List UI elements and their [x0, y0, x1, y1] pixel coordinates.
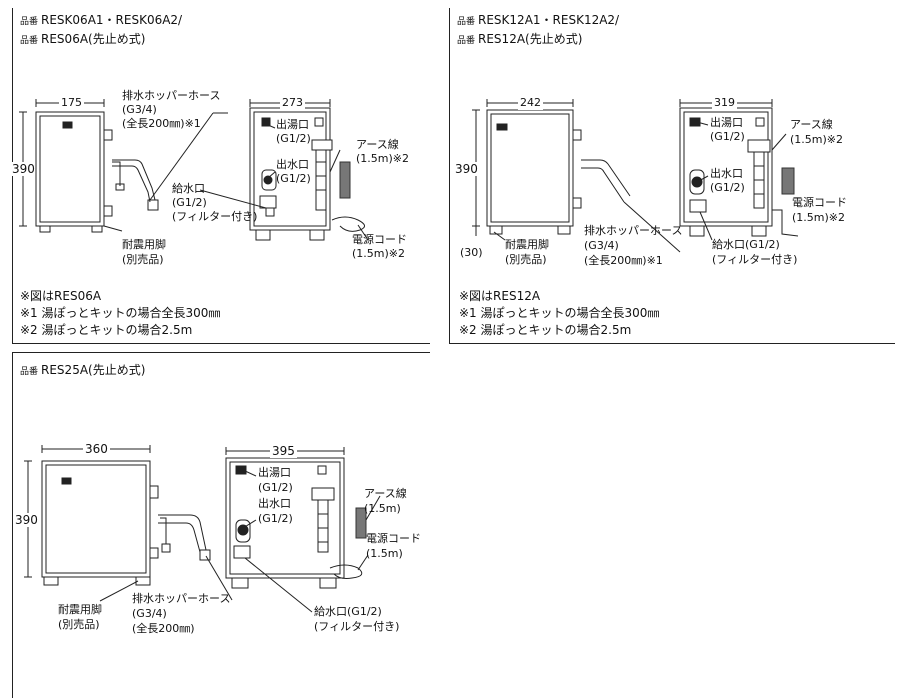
- panel2-note-3: ※2 湯ぽっとキットの場合2.5m: [459, 323, 632, 337]
- panel2-earth: アース線: [790, 118, 833, 131]
- panel2-earth-length: (1.5m)※2: [790, 133, 844, 146]
- panel1-legs-note: (別売品): [122, 253, 164, 266]
- panel1-outlet-water: 出水口: [276, 158, 309, 171]
- panel1-dim-width-front: 273: [280, 96, 305, 110]
- panel3-border-left: [12, 352, 13, 698]
- panel1-front-view: [249, 107, 365, 241]
- panel1-inlet: 給水口: [172, 182, 205, 195]
- panel2-prefix: 品番: [457, 17, 476, 27]
- panel2-front-view: [679, 107, 799, 237]
- panel3-outlet-water-size: (G1/2): [258, 512, 293, 525]
- panel2-dim-width-side: 242: [518, 96, 543, 110]
- panel3-cord: 電源コード: [366, 532, 421, 545]
- panel3-legs-note: (別売品): [58, 618, 100, 631]
- panel3-outlet-hot: 出湯口: [258, 466, 291, 479]
- panel1-hose-length: (全長200㎜)※1: [122, 117, 201, 130]
- panel2-cord-length: (1.5m)※2: [792, 211, 846, 224]
- panel2-model-line1: RESK12A1・RESK12A2/: [478, 13, 620, 27]
- panel2-border-bottom: [449, 343, 895, 344]
- panel3-front-view: [225, 457, 363, 589]
- panel1-hose-size: (G3/4): [122, 103, 157, 116]
- panel1-border-bottom: [12, 343, 430, 344]
- panel3-side-view: [41, 460, 211, 586]
- panel3-outlet-water: 出水口: [258, 497, 291, 510]
- panel1-note-3: ※2 湯ぽっとキットの場合2.5m: [20, 323, 193, 337]
- panel1-side-view: [35, 111, 159, 233]
- panel2-note-2: ※1 湯ぽっとキットの場合全長300㎜: [459, 306, 660, 320]
- panel2-legs: 耐震用脚: [505, 238, 549, 251]
- panel2-outlet-water: 出水口: [710, 167, 743, 180]
- panel2-hose-length: (全長200㎜)※1: [584, 254, 663, 267]
- panel1-note-1: ※図はRES06A: [20, 289, 102, 303]
- panel1-cord-length: (1.5m)※2: [352, 247, 406, 260]
- panel1-border-left: [12, 8, 13, 344]
- panel1-inlet-filter: (フィルター付き): [172, 210, 258, 223]
- panel3-legs: 耐震用脚: [58, 603, 102, 616]
- panel2-outlet-hot-size: (G1/2): [710, 130, 745, 143]
- panel2-legs-note: (別売品): [505, 253, 547, 266]
- panel1-hose-label: 排水ホッパーホース: [122, 89, 221, 102]
- panel2-inlet: 給水口(G1/2): [712, 238, 780, 251]
- panel2-dim-width-front: 319: [712, 96, 737, 110]
- panel2-outlet-hot: 出湯口: [710, 116, 743, 129]
- panel1-legs: 耐震用脚: [122, 238, 166, 251]
- panel2-border-left: [449, 8, 450, 344]
- panel1-model-line1: RESK06A1・RESK06A2/: [41, 13, 183, 27]
- panel3-border-top: [12, 352, 430, 353]
- panel3-prefix: 品番: [20, 367, 39, 377]
- panel2-cord: 電源コード: [792, 196, 847, 209]
- panel3-inlet-filter: (フィルター付き): [314, 620, 400, 633]
- panel3-dim-height: 390: [15, 513, 38, 527]
- panel1-outlet-hot: 出湯口: [276, 118, 309, 131]
- panel3-earth: アース線: [364, 487, 407, 500]
- panel2-hose-size: (G3/4): [584, 239, 619, 252]
- panel2-hose-label: 排水ホッパーホース: [584, 224, 683, 237]
- panel1-outlet-water-size: (G1/2): [276, 172, 311, 185]
- panel2-side-view: [486, 109, 631, 235]
- panel3-dim-width-front: 395: [270, 444, 297, 458]
- panel3-hose-length: (全長200㎜): [132, 622, 195, 635]
- panel3-inlet: 給水口(G1/2): [314, 605, 382, 618]
- panel1-earth: アース線: [356, 138, 399, 151]
- panel1-inlet-size: (G1/2): [172, 196, 207, 209]
- panel1-prefix-2: 品番: [20, 36, 39, 46]
- panel1-dim-height: 390: [12, 162, 35, 176]
- panel2-prefix-2: 品番: [457, 36, 476, 46]
- panel2-outlet-water-size: (G1/2): [710, 181, 745, 194]
- panel1-earth-length: (1.5m)※2: [356, 152, 410, 165]
- panel2-model-line2: RES12A(先止め式): [478, 32, 583, 46]
- panel2-dim-height: 390: [455, 162, 478, 176]
- panel3-cord-length: (1.5m): [366, 547, 403, 560]
- panel3-earth-length: (1.5m): [364, 502, 401, 515]
- panel2-dim-leg-height: (30): [460, 246, 483, 259]
- panel1-model-line2: RES06A(先止め式): [41, 32, 146, 46]
- panel2-inlet-filter: (フィルター付き): [712, 253, 798, 266]
- panel1-cord: 電源コード: [352, 233, 407, 246]
- panel1-note-2: ※1 湯ぽっとキットの場合全長300㎜: [20, 306, 221, 320]
- panel3-model-line1: RES25A(先止め式): [41, 363, 146, 377]
- panel3-outlet-hot-size: (G1/2): [258, 481, 293, 494]
- panel1-dim-width-side: 175: [59, 96, 84, 110]
- panel1-prefix: 品番: [20, 17, 39, 27]
- panel2-note-1: ※図はRES12A: [459, 289, 541, 303]
- panel3-hose-label: 排水ホッパーホース: [132, 592, 231, 605]
- panel3-hose-size: (G3/4): [132, 607, 167, 620]
- panel3-dim-width-side: 360: [83, 442, 110, 456]
- panel1-outlet-hot-size: (G1/2): [276, 132, 311, 145]
